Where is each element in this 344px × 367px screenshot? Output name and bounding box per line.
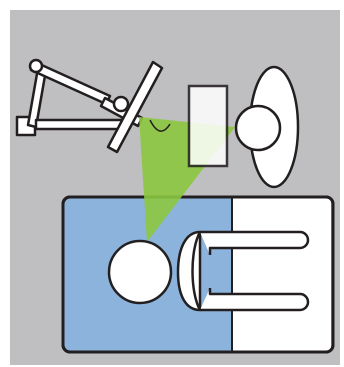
- surgeon-figure-icon: [187, 65, 300, 189]
- table-outline: [61, 195, 335, 354]
- arm-joint: [28, 58, 44, 74]
- patient-arm-lower: [200, 288, 310, 312]
- microscope-arm-icon: [15, 58, 164, 154]
- arm-horizontal-boom: [34, 118, 127, 131]
- patient-head: [107, 239, 173, 305]
- microscope-eyepiece-bar: [106, 60, 164, 154]
- surgeon-head: [234, 104, 282, 152]
- patient-torso-side: [191, 231, 202, 311]
- arm-head-joint: [112, 95, 130, 113]
- surgeon-instrument-tray: [187, 84, 229, 168]
- patient-arm-upper: [200, 230, 310, 255]
- view-cone-arc: [149, 119, 171, 132]
- patient-figure-icon: [107, 230, 310, 312]
- table-sheet: [232, 198, 331, 351]
